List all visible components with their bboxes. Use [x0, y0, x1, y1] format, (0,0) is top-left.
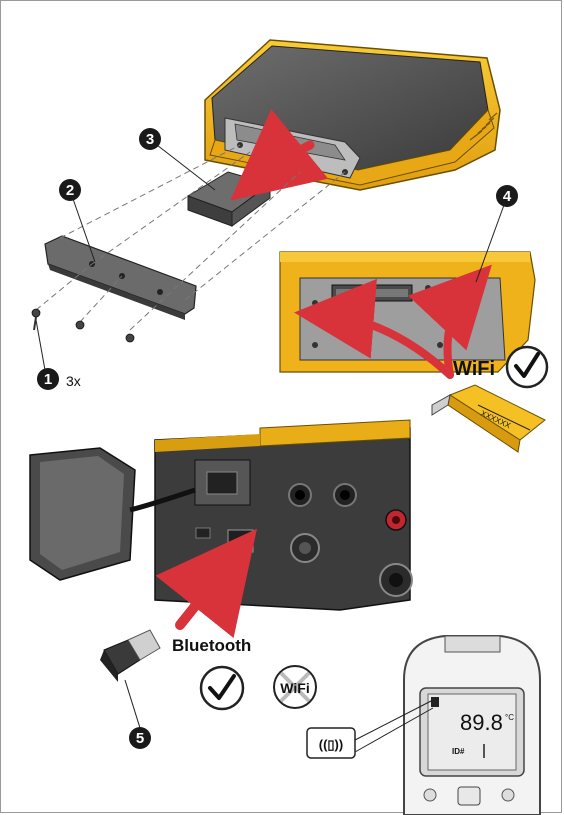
wifi-not-supported-icon: WiFi: [274, 666, 316, 708]
screws: [32, 309, 134, 342]
bluetooth-check-icon: [201, 667, 243, 709]
meter-unit: °C: [505, 713, 514, 722]
svg-text:4: 4: [503, 188, 512, 205]
callout-1: 1: [37, 368, 59, 390]
bay-cover: [45, 236, 196, 320]
check-icon: [507, 347, 547, 387]
meter-reading: 89.8: [460, 710, 503, 735]
svg-text:((▯)): ((▯)): [319, 737, 343, 752]
quantity-label: 3x: [66, 373, 81, 389]
svg-text:2: 2: [66, 182, 74, 199]
signal-icon-callout: ((▯)): [307, 728, 355, 758]
wifi-label: WiFi: [453, 358, 495, 380]
wifi-crossed-label: WiFi: [280, 680, 309, 696]
instrument-top-view: [205, 40, 500, 190]
svg-text:1: 1: [44, 371, 52, 388]
callout-3: 3: [139, 128, 161, 150]
wifi-slot-closeup: [280, 252, 535, 372]
handheld-meter: 89.8 °C ID#: [404, 636, 540, 815]
meter-mode: ID#: [452, 747, 465, 756]
bluetooth-label: Bluetooth: [172, 636, 251, 655]
bluetooth-dongle: [100, 630, 160, 682]
callout-4: 4: [496, 185, 518, 207]
instrument-side-ports: [155, 420, 412, 610]
callout-5: 5: [129, 727, 151, 749]
callout-2: 2: [59, 179, 81, 201]
wifi-dongle: XXXXXX: [432, 385, 545, 452]
svg-text:3: 3: [146, 131, 154, 148]
svg-text:5: 5: [136, 730, 144, 747]
